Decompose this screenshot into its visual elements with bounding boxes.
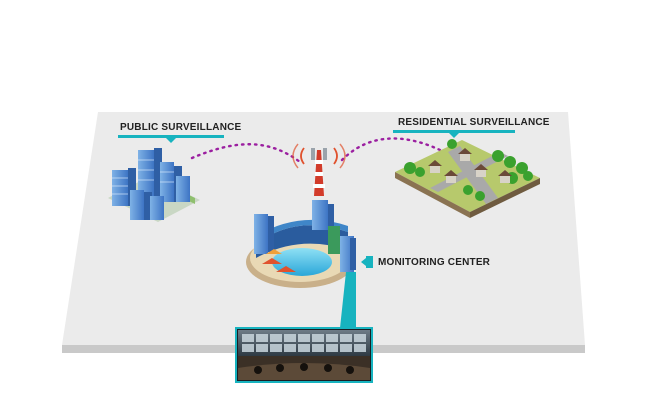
label-monitoring-center: MONITORING CENTER (378, 257, 491, 268)
label-public-surveillance: PUBLIC SURVEILLANCE (120, 122, 242, 133)
houses-icon (395, 139, 540, 218)
underline-residential (393, 130, 515, 138)
link-public-tower (190, 143, 302, 164)
monitoring-marker-icon (361, 256, 373, 268)
label-residential-surveillance: RESIDENTIAL SURVEILLANCE (398, 117, 550, 128)
control-room-photo (235, 327, 373, 383)
connection-lines (190, 137, 442, 164)
resort-pool-icon (246, 200, 356, 288)
connector-beam (340, 272, 356, 328)
city-buildings-icon (108, 148, 200, 222)
cell-tower-icon (292, 143, 346, 196)
underline-public (118, 135, 224, 143)
link-tower-residential (340, 137, 442, 162)
